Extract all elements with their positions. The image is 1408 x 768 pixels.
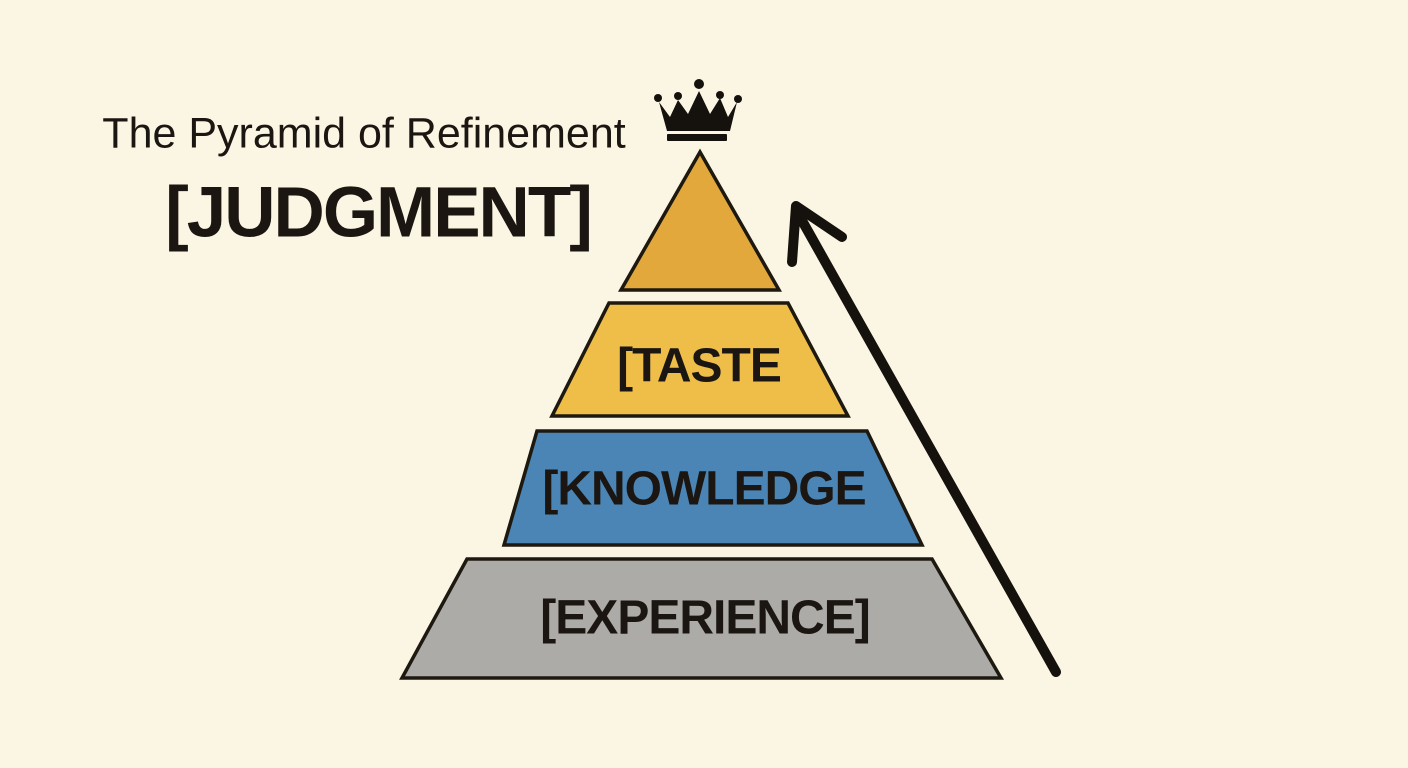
level-label-knowledge: [KNOWLEDGE — [542, 462, 866, 516]
crown-icon — [654, 79, 742, 141]
pyramid-level-taste — [549, 301, 851, 418]
pyramid-level-knowledge — [501, 429, 925, 547]
level-label-taste: [TASTE — [617, 339, 782, 393]
pyramid-level-experience — [399, 557, 1005, 680]
level-label-judgment: [JUDGMENT] — [165, 173, 593, 253]
level-label-experience: [EXPERIENCE] — [540, 591, 870, 645]
diagram-title: The Pyramid of Refinement — [102, 109, 626, 158]
ascending-arrow-icon — [787, 201, 1061, 677]
pyramid-level-judgment — [617, 148, 783, 292]
